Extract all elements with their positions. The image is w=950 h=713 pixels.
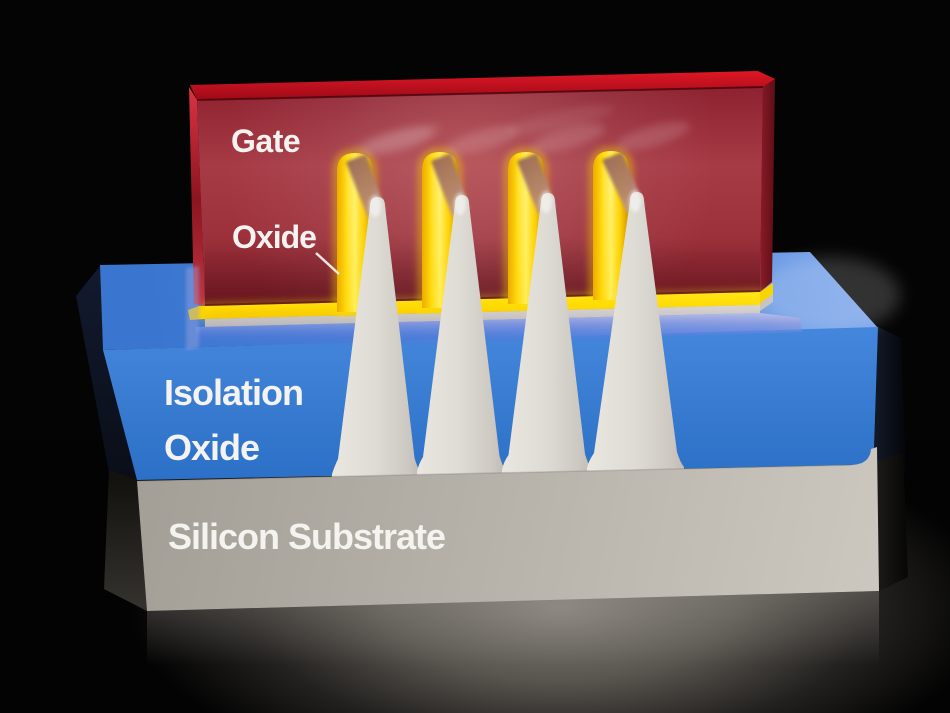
fin-ridge-haze-2 xyxy=(445,125,519,155)
gate-oxide-label: Oxide xyxy=(232,219,316,255)
fin-ridge-haze-1 xyxy=(360,127,434,157)
left-shadow-faces xyxy=(76,266,147,611)
top-face-highlight xyxy=(760,257,900,333)
silicon-fin-3 xyxy=(501,191,592,505)
isolation-oxide-left-face xyxy=(76,266,137,480)
silicon-fins xyxy=(331,190,685,505)
floor-reflection xyxy=(147,591,879,680)
silicon-ledge-right-wrap xyxy=(760,294,773,311)
silicon-fin-2 xyxy=(416,193,506,505)
oxide-substrate-seam xyxy=(136,464,853,482)
isolation-oxide-label-line2: Oxide xyxy=(164,427,259,468)
gate-reflection-streak xyxy=(506,105,614,135)
gate-block xyxy=(189,71,775,306)
gate-left-edge-face xyxy=(189,87,205,306)
gate-top-fold-line xyxy=(196,86,764,101)
substrate-right-face xyxy=(874,452,908,591)
gate-right-end-face xyxy=(760,79,775,292)
gate-top-face xyxy=(190,71,775,100)
gate-label: Gate xyxy=(231,123,300,159)
fin-ridge-haze-4 xyxy=(616,121,690,151)
substrate-label: Silicon Substrate xyxy=(168,516,445,557)
gate-oxide-right-wrap xyxy=(760,283,773,305)
labels: Gate Oxide Isolation Oxide Silicon Subst… xyxy=(164,123,446,557)
right-shadow-faces xyxy=(874,327,908,591)
silicon-fin-4 xyxy=(587,190,685,505)
substrate-block xyxy=(136,447,879,611)
substrate-left-face xyxy=(104,470,147,611)
silicon-fin-1 xyxy=(331,195,421,505)
gate-left-reflection xyxy=(186,266,199,350)
isolation-oxide-right-face xyxy=(874,327,906,474)
isolation-oxide-label-line1: Isolation xyxy=(164,372,303,413)
gate-contact-shadow xyxy=(204,290,761,306)
oxide-leader-line xyxy=(315,252,340,275)
fin-ridge-haze-3 xyxy=(531,123,605,153)
substrate-front-face xyxy=(137,447,879,611)
